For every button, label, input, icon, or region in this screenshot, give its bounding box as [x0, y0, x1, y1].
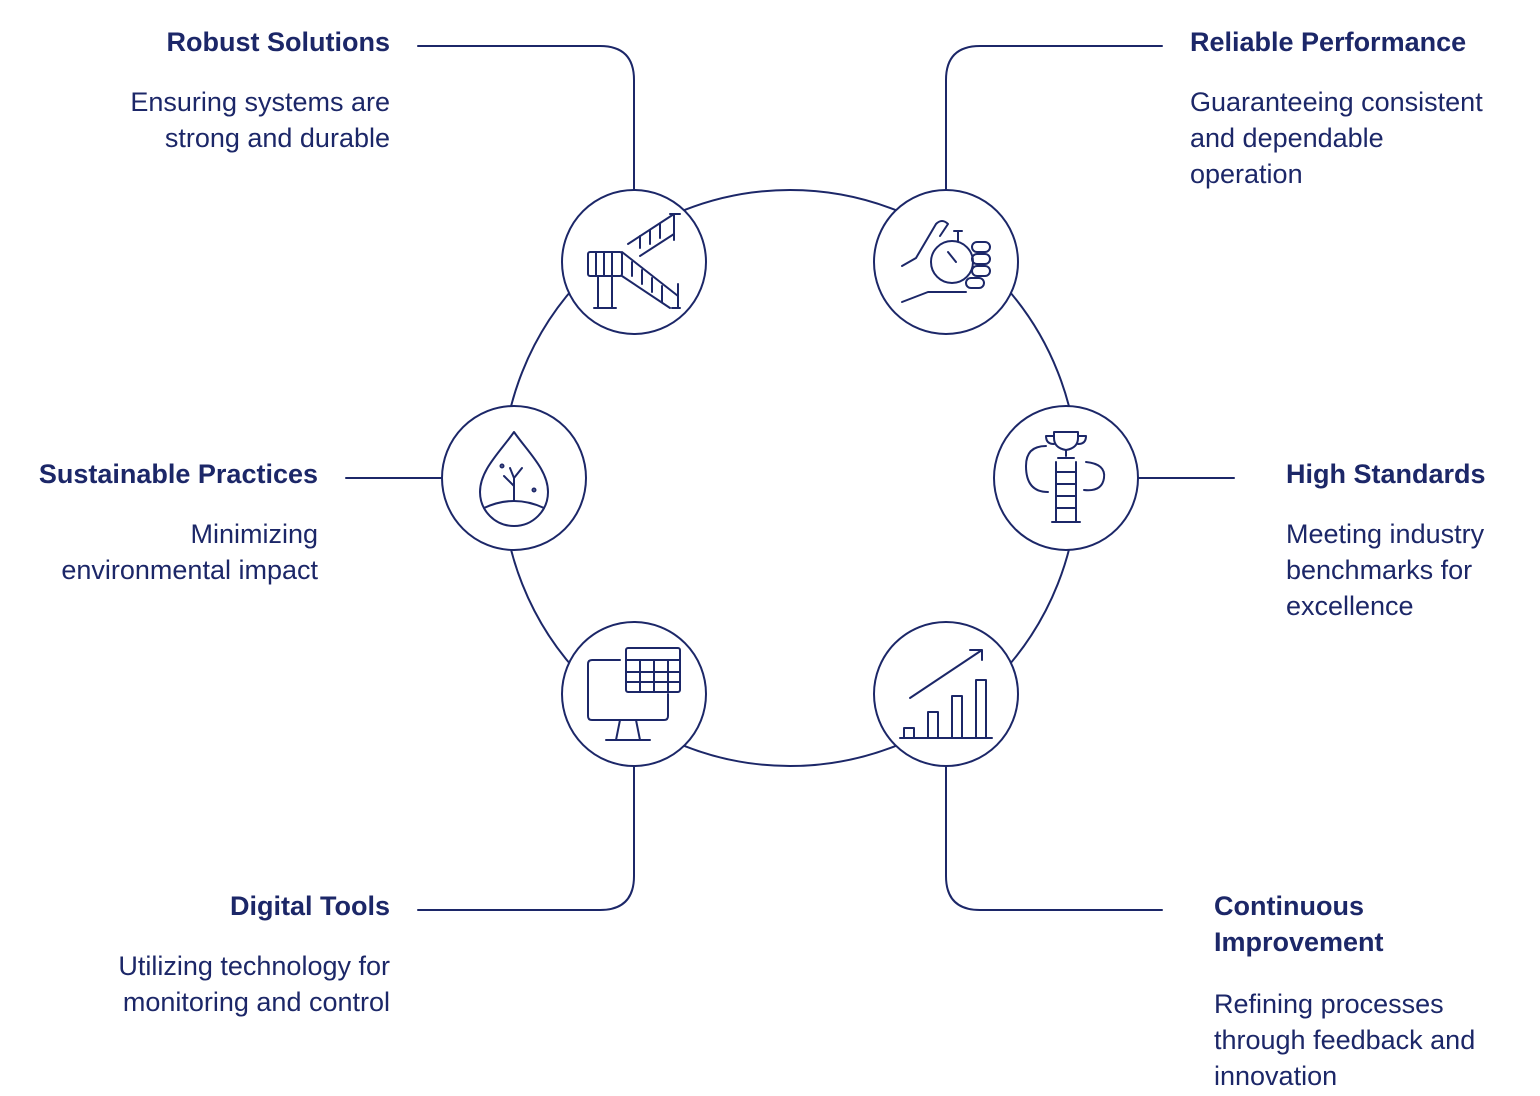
growth-chart-icon [899, 649, 993, 739]
desc-continuous: Refining processes through feedback and … [1214, 986, 1534, 1094]
desc-line: Utilizing technology for [118, 951, 390, 981]
block-high: High Standards Meeting industry benchmar… [1286, 456, 1536, 624]
title-digital: Digital Tools [230, 891, 390, 921]
monitor-table-icon [587, 647, 681, 741]
desc-line: monitoring and control [122, 987, 390, 1017]
block-digital: Digital Tools Utilizing technology for m… [60, 888, 390, 1020]
connector-robust [417, 45, 635, 191]
title-line: Improvement [1214, 927, 1384, 957]
desc-line: Meeting industry [1286, 519, 1485, 549]
desc-line: Minimizing [190, 519, 318, 549]
desc-line: Guaranteeing consistent [1190, 87, 1483, 117]
connector-reliable [945, 45, 1163, 191]
hand-stopwatch-icon [901, 220, 991, 303]
desc-line: Ensuring systems are [130, 87, 390, 117]
title-sustainable: Sustainable Practices [38, 459, 318, 489]
connector-continuous [945, 765, 1163, 911]
title-line: Continuous [1214, 891, 1364, 921]
desc-high: Meeting industry benchmarks for excellen… [1286, 516, 1536, 624]
node-reliable [873, 189, 1019, 335]
connector-digital [417, 765, 635, 911]
block-sustainable: Sustainable Practices Minimizing environ… [0, 456, 318, 588]
desc-line: benchmarks for [1286, 555, 1473, 585]
desc-sustainable: Minimizing environmental impact [0, 516, 318, 588]
desc-line: environmental impact [61, 555, 318, 585]
title-robust: Robust Solutions [166, 27, 390, 57]
title-high: High Standards [1286, 459, 1486, 489]
block-continuous: Continuous Improvement Refining processe… [1214, 888, 1534, 1094]
title-continuous: Continuous Improvement [1214, 888, 1534, 960]
desc-line: excellence [1286, 591, 1414, 621]
node-digital [561, 621, 707, 767]
desc-line: and dependable [1190, 123, 1384, 153]
desc-robust: Ensuring systems are strong and durable [60, 84, 390, 156]
desc-digital: Utilizing technology for monitoring and … [60, 948, 390, 1020]
trophy-ladder-icon [1025, 431, 1106, 523]
block-robust: Robust Solutions Ensuring systems are st… [60, 24, 390, 156]
node-continuous [873, 621, 1019, 767]
title-reliable: Reliable Performance [1190, 27, 1467, 57]
desc-line: operation [1190, 159, 1303, 189]
desc-line: through feedback and [1214, 1025, 1476, 1055]
node-high [993, 405, 1139, 551]
block-reliable: Reliable Performance Guaranteeing consis… [1190, 24, 1530, 192]
desc-line: Refining processes [1214, 989, 1444, 1019]
desc-reliable: Guaranteeing consistent and dependable o… [1190, 84, 1530, 192]
desc-line: strong and durable [164, 123, 390, 153]
water-drop-plant-icon [479, 431, 549, 527]
bridge-icon [587, 213, 681, 309]
desc-line: innovation [1214, 1061, 1338, 1091]
